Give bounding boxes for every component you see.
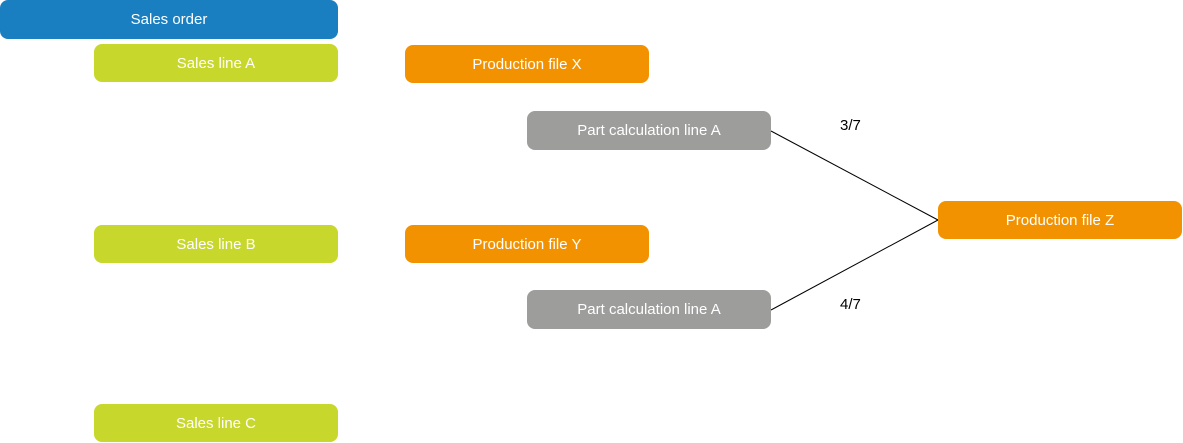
production-file-z-node[interactable]: Production file Z — [938, 201, 1182, 239]
sales-line-c-label: Sales line C — [175, 414, 257, 432]
production-file-y-label: Production file Y — [472, 235, 582, 253]
part-calculation-line-a-2-label: Part calculation line A — [577, 301, 721, 318]
part-calculation-line-a-2-node[interactable]: Part calculation line A — [527, 290, 771, 329]
connector-line-part-a1-to-file-z — [770, 130, 939, 221]
production-file-y-node[interactable]: Production file Y — [405, 225, 649, 263]
production-file-z-label: Production file Z — [1005, 211, 1115, 229]
part-calculation-line-a-1-label: Part calculation line A — [577, 122, 721, 139]
sales-line-b-label: Sales line B — [176, 235, 256, 253]
ratio-label-3-7: 3/7 — [840, 117, 861, 134]
production-file-x-label: Production file X — [472, 55, 582, 73]
sales-line-b-node[interactable]: Sales line B — [94, 225, 338, 263]
sales-line-a-node[interactable]: Sales line A — [94, 44, 338, 82]
sales-line-a-label: Sales line A — [176, 54, 256, 72]
sales-order-label: Sales order — [130, 11, 208, 28]
part-calculation-line-a-1-node[interactable]: Part calculation line A — [527, 111, 771, 150]
sales-order-node[interactable]: Sales order — [0, 0, 338, 39]
ratio-label-4-7: 4/7 — [840, 296, 861, 313]
sales-line-c-node[interactable]: Sales line C — [94, 404, 338, 442]
production-file-x-node[interactable]: Production file X — [405, 45, 649, 83]
